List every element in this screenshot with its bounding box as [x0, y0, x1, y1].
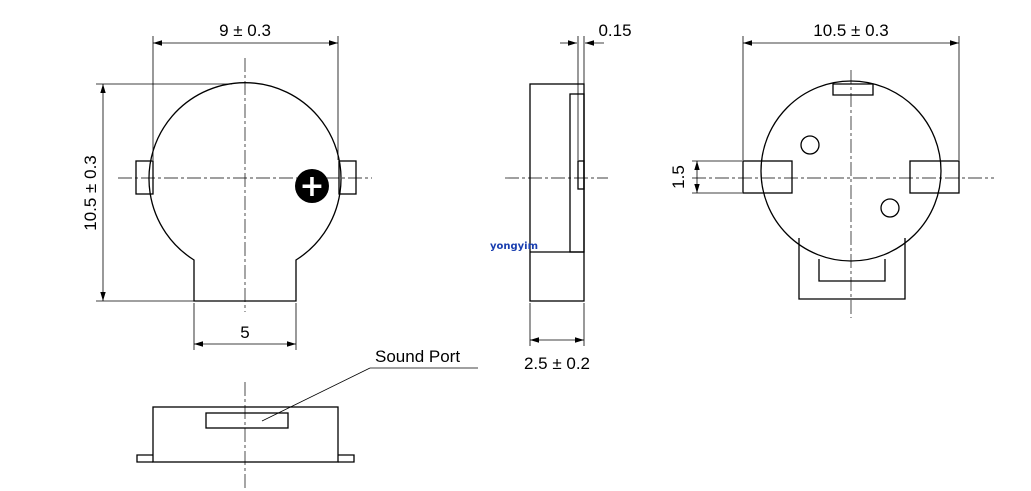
front-view: + 9 ± 0.3 10.5 ± 0.3 5 [81, 21, 372, 350]
back-top-notch [832, 83, 874, 96]
side-offset-dim: 0.15 [598, 21, 631, 40]
front-height-dim: 10.5 ± 0.3 [81, 155, 100, 231]
sound-port-label: Sound Port [375, 347, 460, 366]
front-left-lug [135, 160, 154, 195]
watermark: yongyim [490, 241, 538, 252]
side-body-outline [529, 83, 585, 302]
back-view: 10.5 ± 0.3 1.5 [669, 21, 994, 318]
side-lug [577, 160, 585, 190]
polarity-mark: + [299, 169, 324, 204]
back-left-pad [742, 160, 793, 194]
front-body-outline [148, 82, 342, 302]
back-bottom-bracket [798, 238, 906, 300]
side-inner-plate [569, 93, 585, 253]
bottom-left-foot [136, 454, 153, 463]
front-right-lug [338, 160, 357, 195]
bottom-view: Sound Port [136, 347, 478, 488]
back-width-dim: 10.5 ± 0.3 [813, 21, 889, 40]
front-tab-dim: 5 [240, 323, 249, 342]
sound-port-slot [205, 412, 289, 429]
side-thickness-dim: 2.5 ± 0.2 [524, 354, 590, 373]
polarity-plus-icon [295, 169, 329, 203]
back-pad-dim: 1.5 [669, 165, 688, 189]
bottom-right-foot [338, 454, 355, 463]
back-hole-lower [880, 198, 900, 218]
back-right-pad [909, 160, 960, 194]
back-hole-upper [800, 135, 820, 155]
side-view: 0.15 2.5 ± 0.2 yongyim [490, 21, 632, 373]
bottom-body-outline [152, 406, 339, 463]
front-width-dim: 9 ± 0.3 [219, 21, 271, 40]
